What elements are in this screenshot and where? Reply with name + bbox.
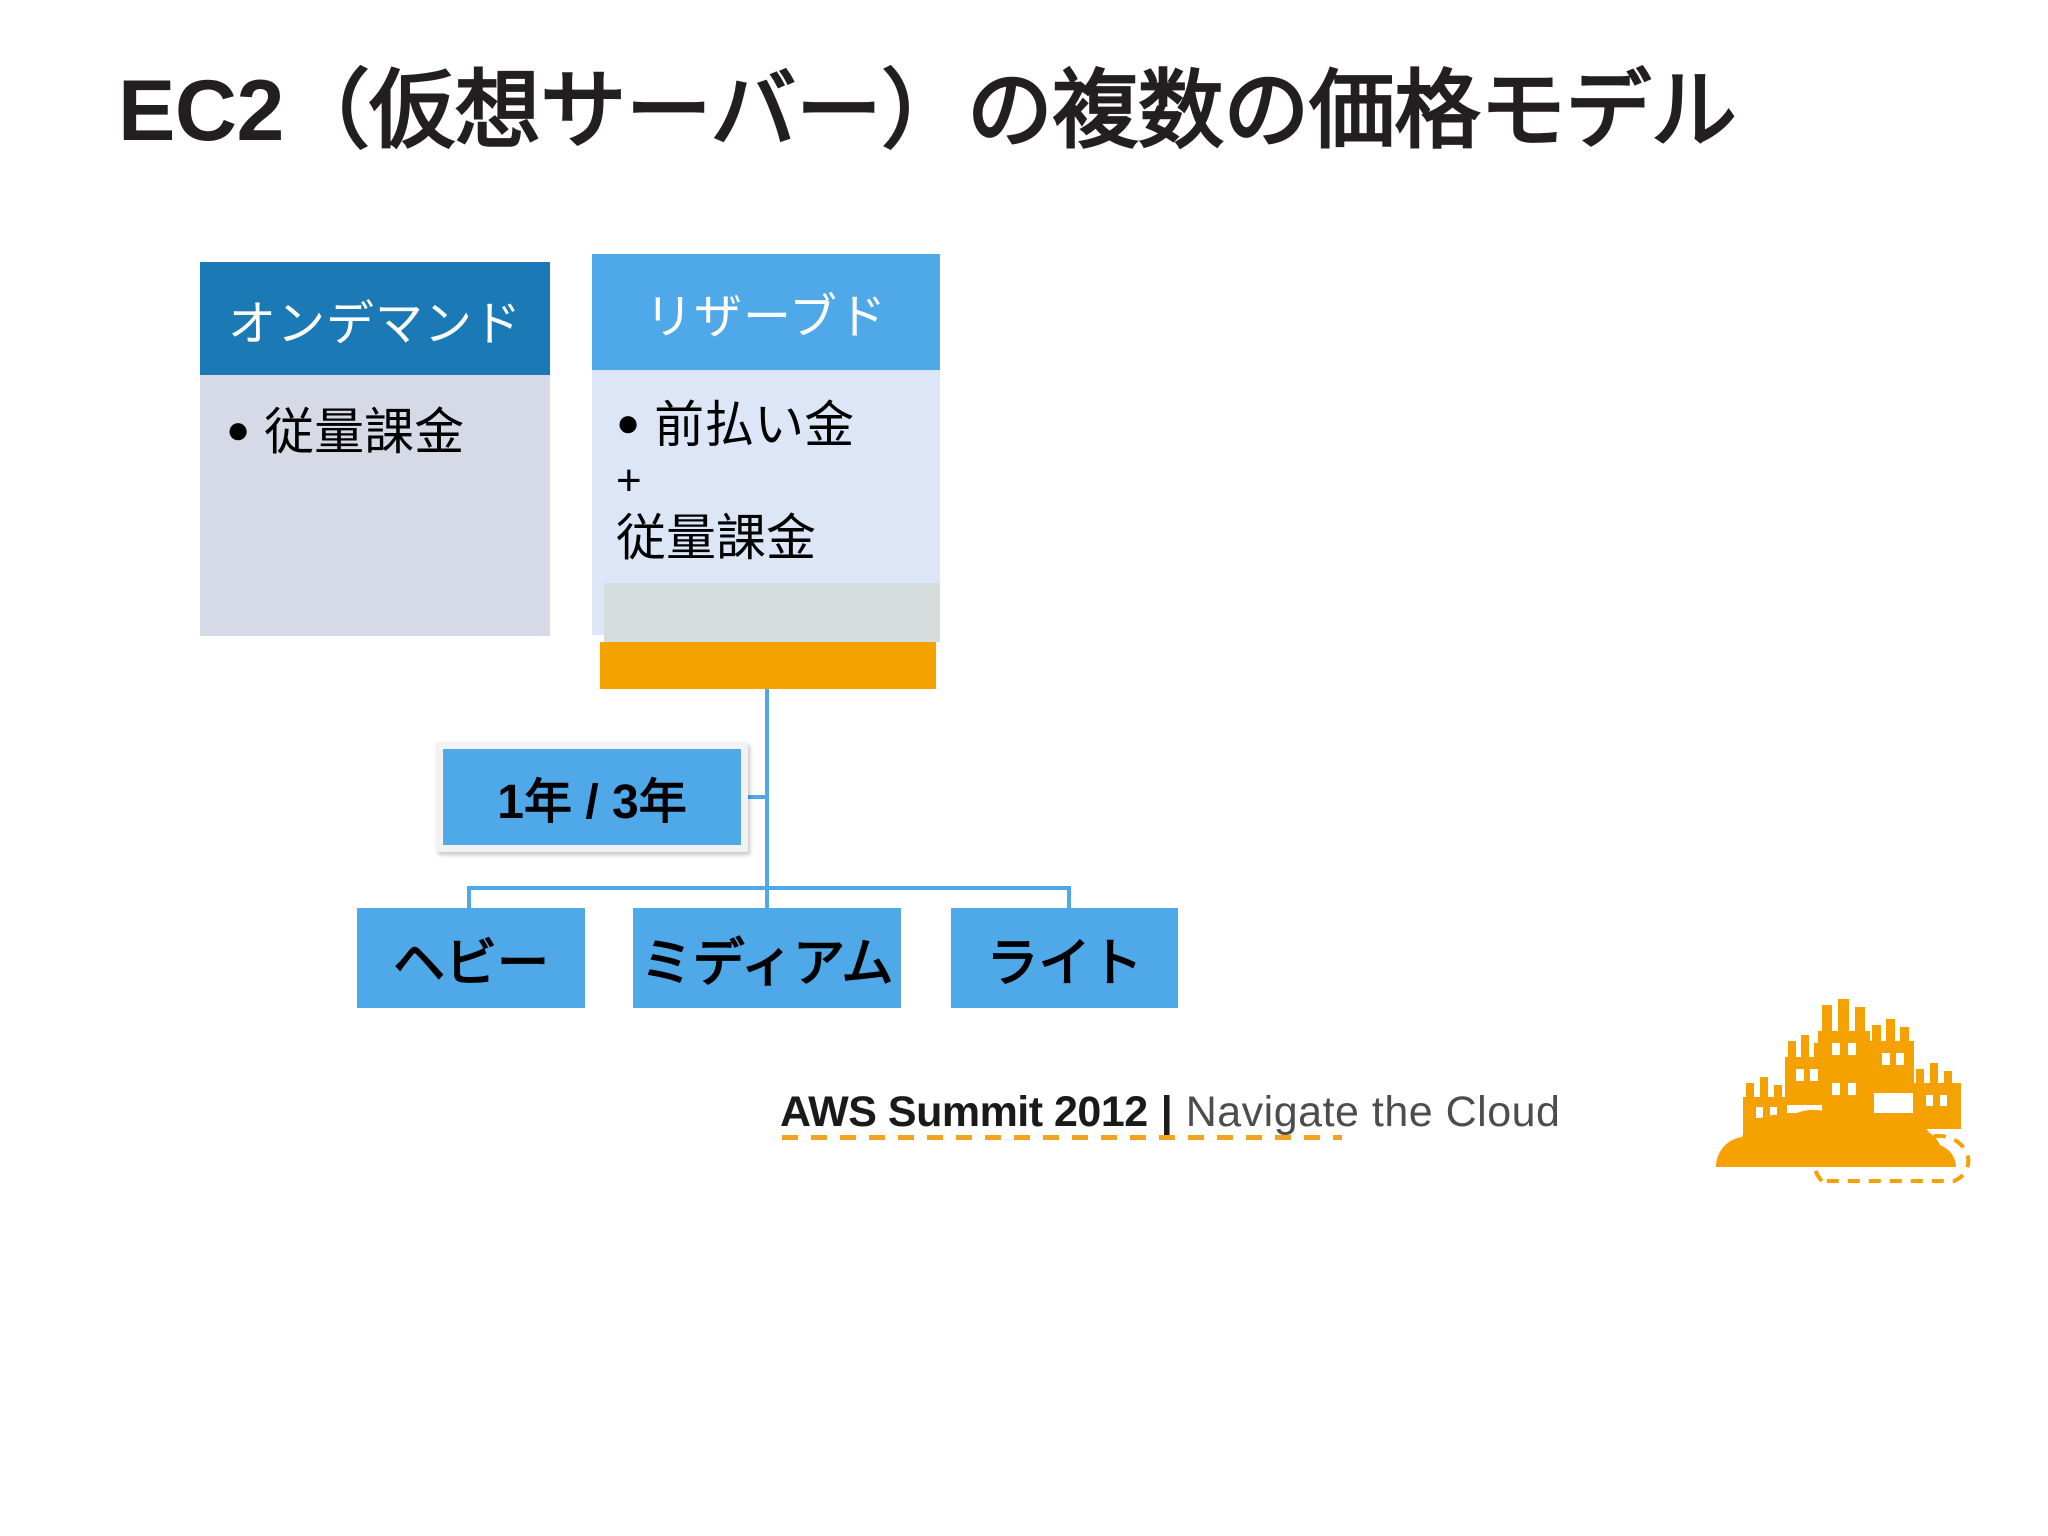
bullet-dot-icon: ● [616,401,641,445]
castle-cloud-icon [1715,999,1971,1183]
card-reserved-usage-line: 従量課金 [616,509,816,566]
card-reserved-plus-line: + [616,456,642,505]
card-ondemand-body: ● 従量課金 [200,375,550,636]
connector-horizontal-bus [467,886,1071,890]
card-ondemand-bullet-label: 従量課金 [264,404,465,460]
aws-summit-castle-cloud-logo [1672,995,2048,1185]
connector-vertical-main [765,689,769,890]
card-ondemand-header: オンデマンド [200,262,550,375]
card-reserved: リザーブド ● 前払い金 + 従量課金 [592,254,940,635]
footer-branding: AWS Summit 2012 | Navigate the Cloud [780,1088,1560,1137]
connector-drop-medium [765,886,769,908]
usage-tier-light: ライト [951,908,1178,1008]
page-title: EC2（仮想サーバー）の複数の価格モデル [118,63,1737,159]
bullet-dot-icon: ● [226,408,251,452]
footer-separator: | [1160,1088,1173,1136]
card-reserved-bullet-label: 前払い金 [654,397,855,453]
usage-tier-medium: ミディアム [633,908,901,1008]
connector-stub-term [745,795,769,799]
card-ondemand: オンデマンド ● 従量課金 [200,262,550,636]
term-box: 1年 / 3年 [436,742,748,852]
card-ondemand-bullet: ● 従量課金 [226,403,550,462]
connector-drop-heavy [467,886,471,908]
footer-brand-text: AWS Summit 2012 [780,1088,1148,1136]
card-reserved-header: リザーブド [592,254,940,370]
reserved-gray-band [604,583,940,642]
connector-drop-light [1067,886,1071,908]
reserved-orange-bar [600,642,936,689]
card-reserved-bullet: ● 前払い金 [616,396,940,455]
usage-tier-heavy: ヘビー [357,908,585,1008]
footer-tagline-text: Navigate the Cloud [1185,1088,1561,1136]
footer-dashed-rule [782,1135,1342,1140]
